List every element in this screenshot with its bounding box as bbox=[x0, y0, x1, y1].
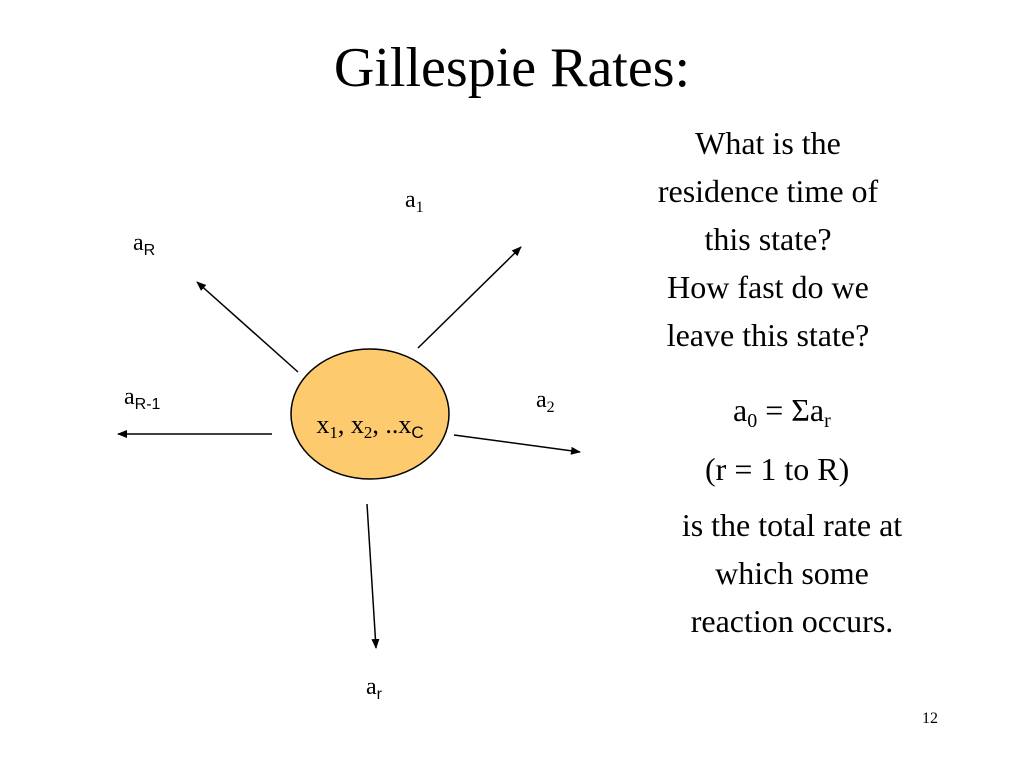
arrow-aR bbox=[196, 281, 299, 373]
label-aR-1: aR-1 bbox=[124, 384, 161, 413]
question-line: leave this state? bbox=[666, 317, 870, 353]
label-a2: a2 bbox=[536, 387, 555, 416]
arrow-a2 bbox=[453, 434, 581, 455]
residence-question: What is the residence time of this state… bbox=[608, 119, 928, 359]
question-line: residence time of bbox=[657, 173, 879, 209]
explanation-text: is the total rate at which some reaction… bbox=[632, 501, 952, 645]
total-rate-formula: a0 = Σar bbox=[733, 392, 831, 432]
question-line: What is the bbox=[695, 125, 841, 161]
state-node bbox=[290, 348, 450, 480]
label-aR: aR bbox=[133, 230, 156, 259]
state-label: x1, x2, ..xC bbox=[316, 410, 424, 442]
label-a1: a1 bbox=[405, 187, 424, 216]
formula-range: (r = 1 to R) bbox=[705, 451, 850, 487]
explanation-line: which some bbox=[715, 555, 869, 591]
explanation-line: is the total rate at bbox=[681, 507, 903, 543]
explanation-line: reaction occurs. bbox=[690, 603, 894, 639]
page-number: 12 bbox=[922, 710, 938, 727]
label-ar: ar bbox=[366, 674, 382, 703]
slide-title: Gillespie Rates: bbox=[333, 37, 691, 99]
question-line: this state? bbox=[704, 221, 832, 257]
arrow-ar bbox=[366, 503, 380, 649]
arrow-a1 bbox=[417, 246, 522, 349]
question-line: How fast do we bbox=[667, 269, 869, 305]
